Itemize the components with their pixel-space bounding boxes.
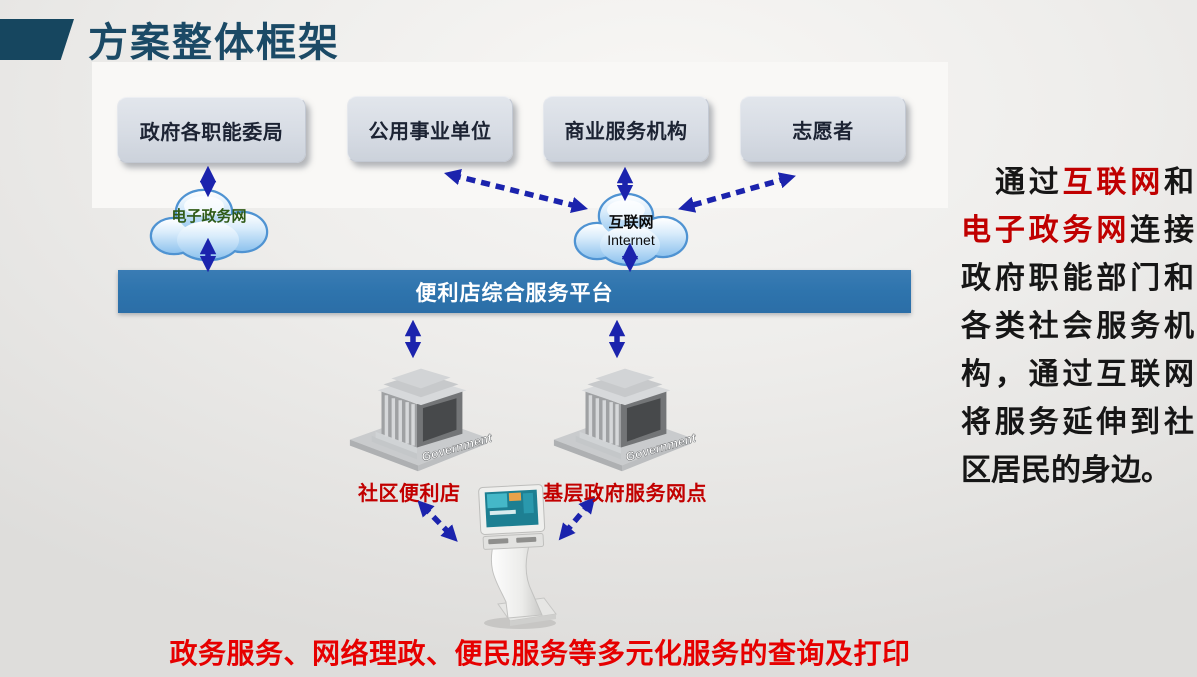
box-public-utilities: 公用事业单位 (347, 96, 513, 162)
side-note: 通过互联网和电子政务网连接政府职能部门和各类社会服务机构，通过互联网将服务延伸到… (961, 159, 1194, 495)
kiosk-icon (478, 484, 557, 629)
side-note-segment: 通过 (995, 166, 1063, 199)
cloud-icon (149, 188, 269, 262)
egov-cloud-label: 电子政务网 (171, 208, 247, 225)
box-volunteers: 志愿者 (740, 96, 906, 162)
government-building-icon: Government (553, 368, 696, 472)
arrow-store-kiosk (417, 500, 458, 542)
box-commercial-services: 商业服务机构 (543, 96, 709, 162)
side-note-segment: 和 (1164, 166, 1195, 199)
box-label: 商业服务机构 (564, 120, 688, 143)
bottom-banner: 政务服务、网络理政、便民服务等多元化服务的查询及打印 (169, 638, 911, 669)
arrow-govsite-kiosk (558, 496, 596, 541)
label-grassroots-gov-site: 基层政府服务网点 (543, 483, 707, 505)
internet-cloud-sublabel: Internet (607, 232, 655, 248)
title-accent-shape (0, 19, 74, 60)
egov-network-cloud: 电子政务网 (148, 184, 270, 264)
internet-cloud: 互联网 Internet (572, 186, 690, 270)
internet-cloud-label: 互联网 (608, 214, 654, 231)
page-title: 方案整体框架 (88, 21, 340, 65)
side-note-segment: 电子政务网 (961, 214, 1131, 247)
label-community-store: 社区便利店 (358, 483, 461, 505)
box-label: 公用事业单位 (368, 120, 492, 143)
side-note-segment: 连接政府职能部门和各类社会服务机构，通过互联网将服务延伸到社区居民的身边。 (961, 214, 1195, 487)
platform-bar-label: 便利店综合服务平台 (415, 281, 614, 305)
box-label: 志愿者 (792, 120, 854, 143)
government-building-icon: Government (349, 368, 492, 472)
box-government-bureaus: 政府各职能委局 (117, 97, 306, 163)
box-label: 政府各职能委局 (139, 121, 284, 144)
platform-bar: 便利店综合服务平台 (118, 270, 911, 313)
side-note-segment: 互联网 (1062, 166, 1165, 199)
